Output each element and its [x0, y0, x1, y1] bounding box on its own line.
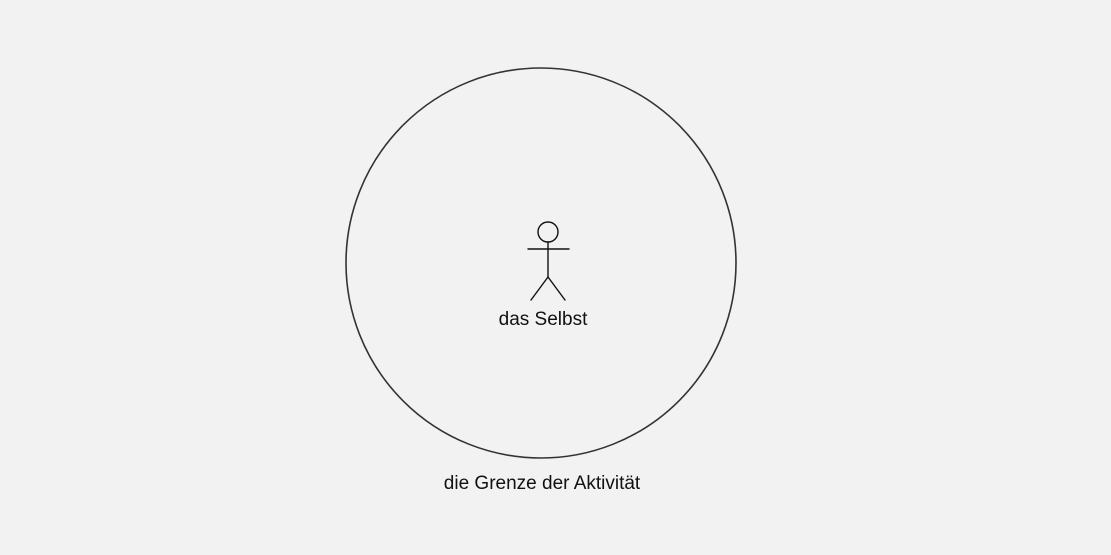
- actor-label: das Selbst: [498, 309, 588, 330]
- boundary-label: die Grenze der Aktivität: [443, 473, 641, 494]
- figure-head: [537, 221, 559, 243]
- figure-right-leg: [547, 276, 566, 301]
- figure-left-leg: [530, 276, 549, 301]
- activity-boundary-circle: [345, 67, 737, 459]
- stick-figure-icon: [527, 221, 570, 301]
